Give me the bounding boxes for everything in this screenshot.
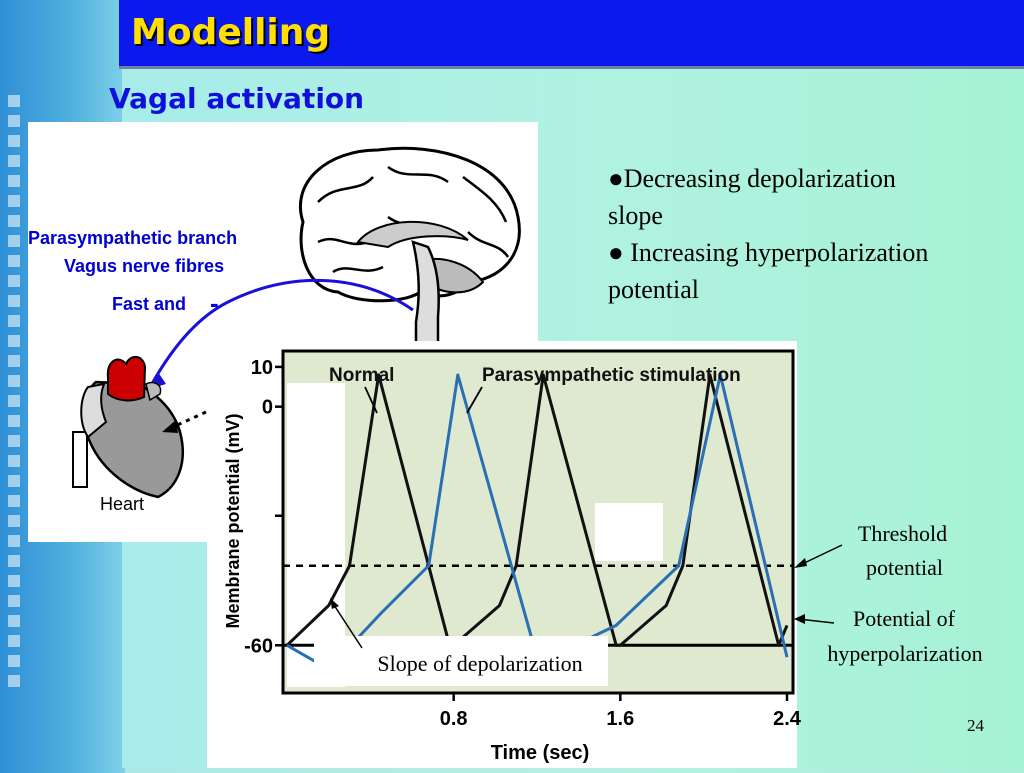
plot-mask-right [595,503,663,561]
title-bar [119,0,1024,66]
normal-label-leader [364,386,378,414]
vagus-nerve-line [151,278,414,383]
bullet-list: ●Decreasing depolarization slope ● Incre… [608,160,1008,308]
slope-arrow [331,601,363,649]
y-axis-label: Membrane potential (mV) [223,413,243,628]
plot-frame [281,349,795,695]
series-line-normal [285,373,789,647]
bullet-1-line-1: ●Decreasing depolarization [608,164,896,193]
x-axis-label: Time (sec) [491,742,590,764]
parasympathetic-label-leader [466,386,483,414]
hyper-label-line-1: Potential of [852,606,956,631]
x-tick-label-2: 2.4 [773,708,802,730]
series-label-normal: Normal [329,365,394,386]
y-tick-label-2: -60 [244,635,273,657]
heart-icon [72,355,185,499]
x-tick-label-1: 1.6 [606,708,634,730]
hyper-label-line-2: hyperpolarization [827,641,983,666]
bullet-1-line-2: slope [608,201,663,230]
page-number: 24 [967,716,984,735]
fast-label: Fast and [112,294,187,314]
minus-sign: - [210,288,219,318]
bullet-2-line-2: potential [608,275,699,304]
y-tick-label-1: 0 [262,397,273,419]
heart-label: Heart [100,494,145,514]
y-tick-label-0: 10 [251,357,273,379]
hyper-arrowhead [794,614,805,624]
nerve-label: Vagus nerve fibres [64,256,225,276]
decorative-squares [0,90,30,700]
sympathetic-arrowhead [162,420,178,433]
threshold-arrowhead [794,558,807,568]
slide-subtitle: Vagal activation [109,82,365,115]
slope-arrowhead [330,598,339,609]
brain-heart-illustration [72,146,521,499]
sympathetic-arrow-line [172,410,207,429]
slope-label-bg [314,636,608,686]
slope-label: Slope of depolarization [377,651,583,676]
branch-label: Parasympathetic branch [28,228,238,248]
brain-icon [299,146,521,354]
series-label-parasympathetic: Parasympathetic stimulation [482,365,741,386]
slide-title: Modelling [131,12,331,53]
x-tick-label-0: 0.8 [440,708,468,730]
bullet-2-line-1: ● Increasing hyperpolarization [608,238,929,267]
threshold-label-line-2: potential [866,555,943,580]
threshold-label-line-1: Threshold [857,521,948,546]
